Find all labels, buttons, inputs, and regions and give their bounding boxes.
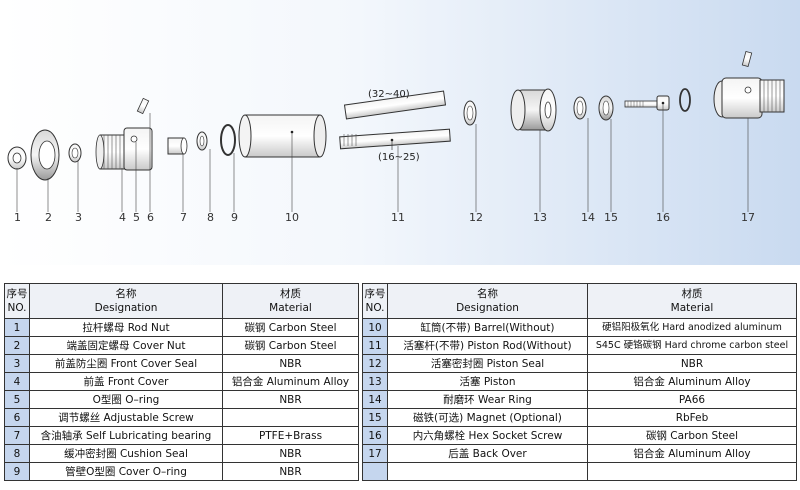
part-label-15: 15 [604,211,618,224]
part-label-11: 11 [391,211,405,224]
leader-lines [16,104,749,212]
part-label-17: 17 [741,211,755,224]
part-11-piston-rods [339,90,451,150]
part-3-front-cover-seal [68,143,82,163]
dimension-upper: (32~40) [368,89,410,100]
part-label-6: 6 [147,211,154,224]
part-4-front-cover [95,127,153,171]
part-6-adjustable-screw [136,97,150,115]
part-8-cushion-seal [196,131,208,151]
part-label-8: 8 [207,211,214,224]
part-1-rod-nut [7,146,27,170]
part-16-hex-socket-screw [624,95,670,111]
part-2-cover-nut [30,129,60,181]
part-17-o-ring [679,88,691,112]
part-17-back-cover [713,50,785,119]
part-label-1: 1 [14,211,21,224]
part-label-3: 3 [75,211,82,224]
part-label-14: 14 [581,211,595,224]
dimension-lower: (16~25) [378,152,420,163]
part-12-piston-seal [463,100,477,126]
part-9-cover-o-ring [220,124,236,156]
part-label-5: 5 [133,211,140,224]
part-label-7: 7 [180,211,187,224]
part-label-4: 4 [119,211,126,224]
part-7-bearing [167,137,188,155]
part-13-piston [510,88,557,132]
part-14-wear-ring [573,96,587,120]
part-label-12: 12 [469,211,483,224]
exploded-view-svg: (32~40) (16~25) [7,50,785,224]
part-label-10: 10 [285,211,299,224]
part-label-16: 16 [656,211,670,224]
part-label-9: 9 [231,211,238,224]
part-label-13: 13 [533,211,547,224]
part-15-magnet [598,95,614,121]
exploded-view-diagram: (32~40) (16~25) [0,0,800,265]
part-label-2: 2 [45,211,52,224]
table-row-empty [362,462,797,481]
part-10-barrel [238,114,327,158]
